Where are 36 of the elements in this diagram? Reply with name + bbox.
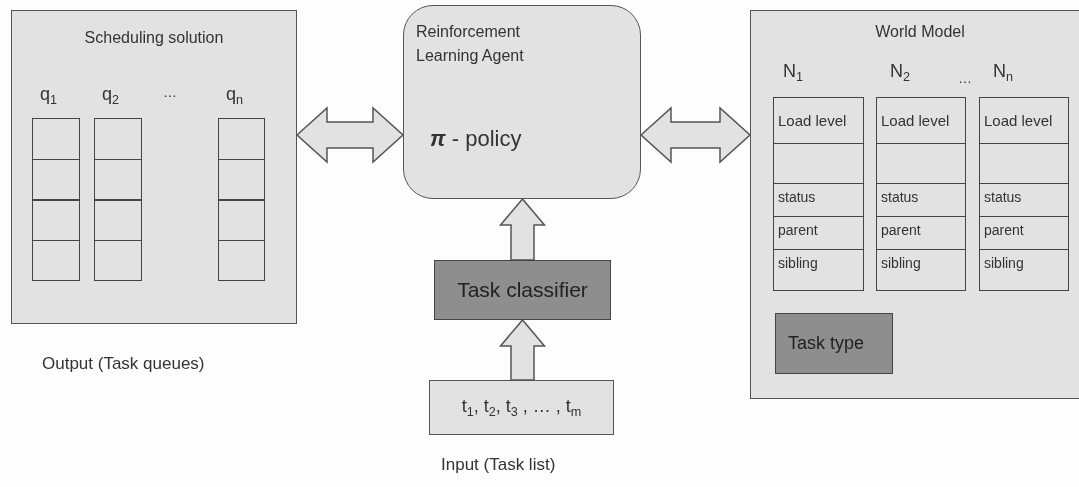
- task-type-box: Task type: [775, 313, 893, 374]
- field-label: Load level: [984, 112, 1053, 129]
- node-label: N$_{2}$: [890, 61, 910, 85]
- field-label: sibling: [881, 255, 921, 271]
- double-arrow: [639, 106, 752, 164]
- classifier-box: Task classifier: [434, 260, 611, 320]
- queue-label: q$_{1}$: [40, 84, 58, 108]
- agent-box: [403, 5, 641, 199]
- double-arrow: [295, 106, 405, 164]
- field-label: parent: [881, 222, 921, 238]
- queue-label: q$_{2}$: [102, 84, 120, 108]
- arrow: [498, 197, 547, 261]
- ellipsis-text: …: [958, 70, 972, 86]
- caption-text: Input (Task list): [441, 455, 556, 475]
- arrow: [498, 318, 547, 381]
- policy-text: π - policy: [430, 126, 522, 152]
- field-label: Load level: [881, 112, 950, 129]
- node-label: N$_{1}$: [783, 61, 803, 85]
- field-label: status: [984, 189, 1022, 205]
- field-label: status: [778, 189, 816, 205]
- panel-title: World Model: [874, 23, 966, 41]
- field-label: Load level: [778, 112, 847, 129]
- world-model-panel: [750, 10, 1079, 399]
- node-label: N$_{n}$: [993, 61, 1013, 85]
- caption-text: Output (Task queues): [42, 354, 205, 374]
- field-label: status: [881, 189, 919, 205]
- scheduling-panel: [11, 10, 297, 324]
- ellipsis-text: …: [163, 84, 177, 100]
- field-label: parent: [984, 222, 1024, 238]
- panel-title: Scheduling solution: [83, 29, 225, 47]
- input-box: t$_{1}$, t$_{2}$, t$_{3}$ , … , t$_{m}$: [429, 380, 614, 435]
- field-label: parent: [778, 222, 818, 238]
- queue-label: q$_{n}$: [226, 84, 244, 108]
- field-label: sibling: [984, 255, 1024, 271]
- agent-title: Reinforcement Learning Agent: [416, 22, 525, 66]
- field-label: sibling: [778, 255, 818, 271]
